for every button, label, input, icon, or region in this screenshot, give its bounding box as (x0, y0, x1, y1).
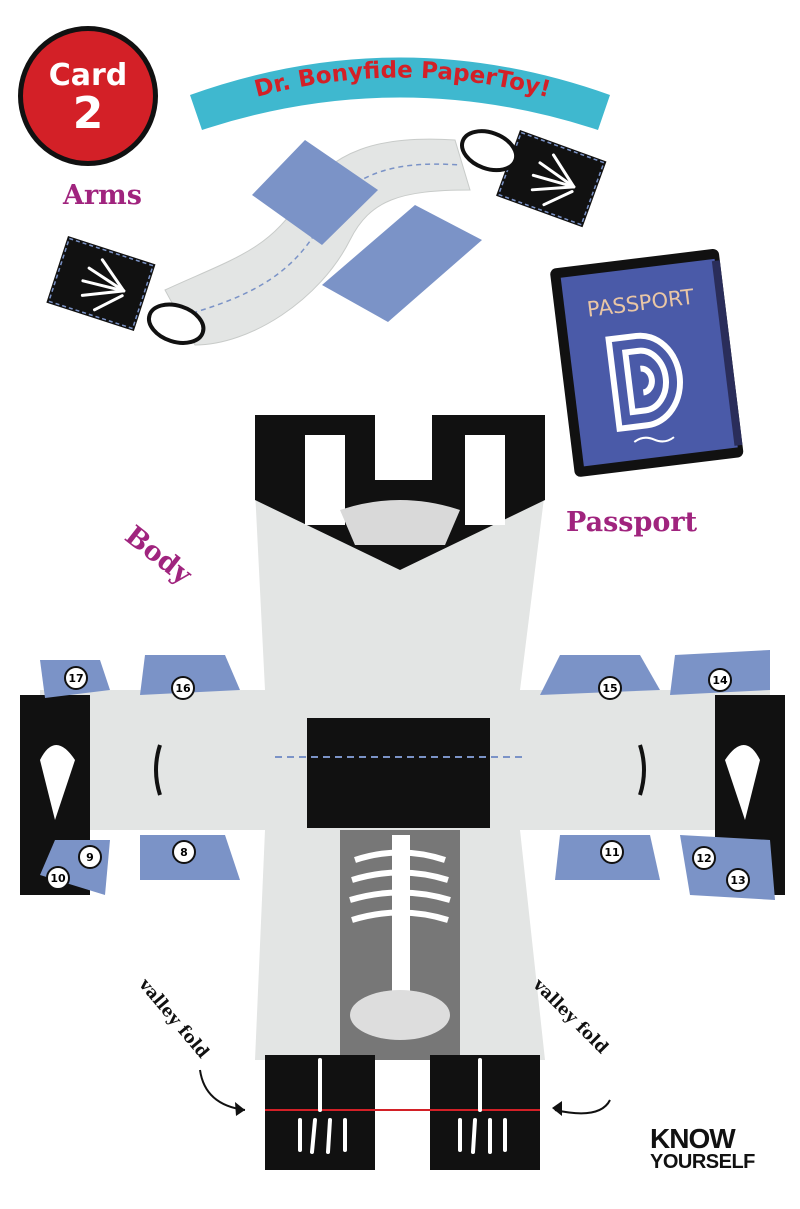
arm-tab-upper (252, 140, 378, 245)
arm-bone-top-right (465, 435, 505, 525)
ribcage (340, 830, 460, 1060)
tab-10: 10 (46, 866, 70, 890)
svg-text:17: 17 (68, 672, 83, 685)
arm-tab-lower (322, 205, 482, 322)
tab-13: 13 (726, 868, 750, 892)
arms-label: Arms (63, 180, 142, 211)
tab-16: 16 (171, 676, 195, 700)
tab-8: 8 (172, 840, 196, 864)
know-yourself-logo: KNOW YOURSELF (650, 1123, 775, 1174)
foot-right (458, 1058, 507, 1154)
fold-arrow-right (554, 1099, 611, 1115)
svg-text:11: 11 (604, 846, 619, 859)
svg-text:10: 10 (50, 872, 66, 885)
card-badge: Card 2 (18, 26, 158, 166)
title-banner: Dr. Bonyfide PaperToy! (190, 57, 610, 130)
card-label: Card (48, 58, 128, 93)
foot-left (298, 1058, 347, 1154)
tab-12: 12 (692, 846, 716, 870)
svg-text:13: 13 (730, 874, 745, 887)
tab-17: 17 (64, 666, 88, 690)
passport-label: Passport (566, 507, 698, 538)
hand-left (44, 234, 206, 345)
svg-text:15: 15 (602, 682, 617, 695)
tab-11: 11 (600, 840, 624, 864)
svg-text:12: 12 (696, 852, 711, 865)
card-number: 2 (72, 88, 104, 139)
svg-text:14: 14 (712, 674, 728, 687)
logo-line1: KNOW (650, 1123, 736, 1154)
body-piece (20, 415, 785, 1170)
passport-book: PASSPORT (550, 249, 744, 477)
fingerprint-icon (605, 332, 683, 433)
fold-arrow-left (199, 1069, 246, 1111)
logo-line2: YOURSELF (650, 1151, 755, 1173)
tab-9: 9 (78, 845, 102, 869)
arm-bone-top-left (305, 435, 345, 525)
tab-15: 15 (598, 676, 622, 700)
hand-right (460, 128, 608, 229)
svg-text:9: 9 (86, 851, 94, 864)
arms-piece (44, 128, 608, 346)
tab-14: 14 (708, 668, 732, 692)
svg-text:16: 16 (175, 682, 191, 695)
svg-text:8: 8 (180, 846, 188, 859)
